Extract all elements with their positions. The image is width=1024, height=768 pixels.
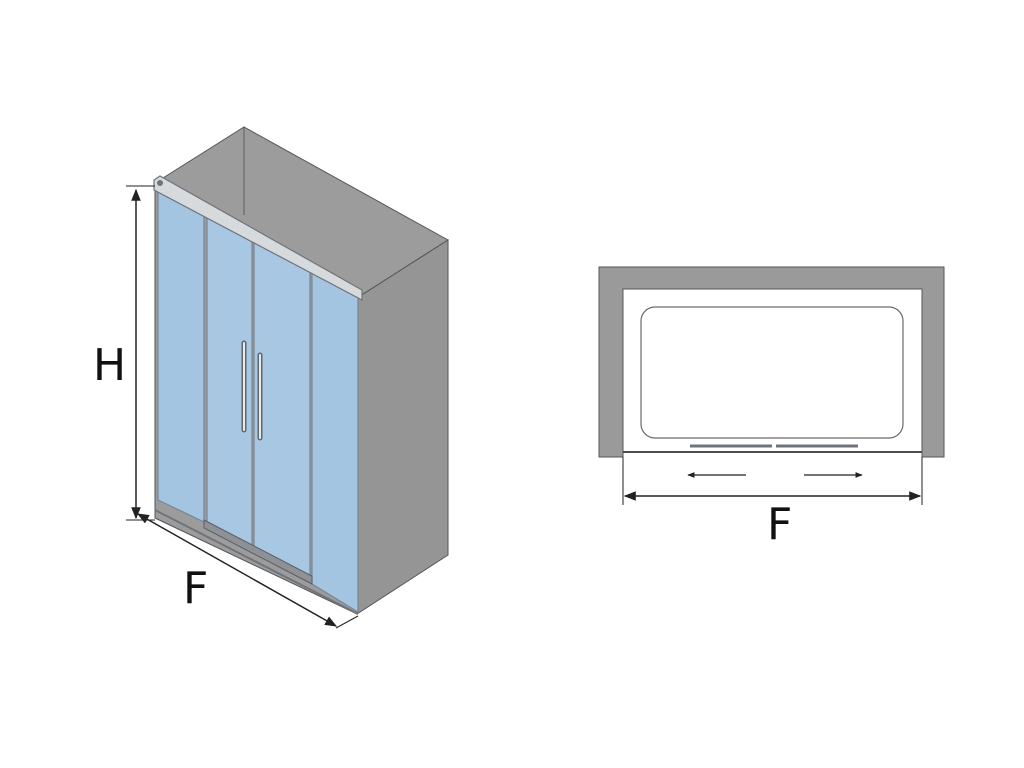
width-label-plan: F	[767, 499, 792, 550]
width-label-iso: F	[183, 563, 208, 614]
rail-bracket-icon	[157, 180, 163, 186]
side-wall	[356, 239, 449, 615]
plan-view: F	[598, 266, 945, 550]
width-extension-iso	[335, 615, 359, 629]
fixed-panel-left	[157, 189, 205, 523]
top-rail	[153, 175, 363, 301]
isometric-view: H F	[93, 126, 449, 629]
fixed-panel-right	[311, 265, 359, 614]
plan-walls	[598, 266, 945, 458]
shower-tray	[640, 306, 904, 439]
width-dimension-line-iso	[136, 513, 338, 627]
height-label: H	[93, 340, 126, 391]
